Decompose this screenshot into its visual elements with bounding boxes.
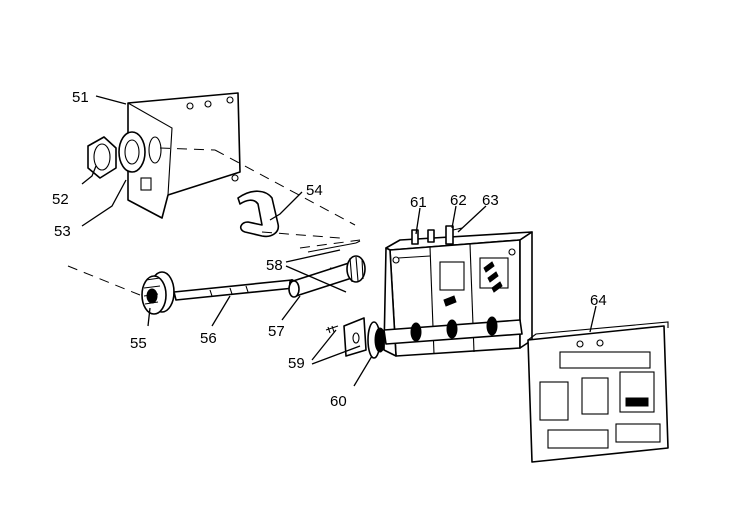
mounting-bracket-plate [127, 92, 241, 219]
shaft [173, 278, 296, 301]
hook-bracket [237, 190, 280, 238]
cam-hub [343, 317, 386, 359]
callout-57: 57 [268, 323, 285, 340]
callout-59: 59 [288, 355, 305, 372]
callout-64: 64 [590, 292, 607, 309]
callout-53: 53 [54, 223, 71, 240]
callout-58: 58 [266, 257, 283, 274]
set-screw [325, 325, 339, 334]
washer [118, 131, 146, 173]
callout-51: 51 [72, 89, 89, 106]
cover-plate [527, 321, 669, 463]
leader-lines [81, 95, 597, 387]
hex-nut [87, 136, 117, 179]
callout-63: 63 [482, 192, 499, 209]
callout-61: 61 [410, 194, 427, 211]
callout-55: 55 [130, 335, 147, 352]
callout-numbers: 51 52 53 54 55 56 57 58 59 60 61 62 63 6… [52, 89, 607, 410]
callout-62: 62 [450, 192, 467, 209]
callout-52: 52 [52, 191, 69, 208]
threaded-bushing [141, 271, 175, 315]
pin [307, 240, 361, 253]
knob-shaft-collar [288, 255, 366, 298]
callout-56: 56 [200, 330, 217, 347]
callout-60: 60 [330, 393, 347, 410]
callout-54: 54 [306, 182, 323, 199]
switch-housing [383, 225, 533, 357]
